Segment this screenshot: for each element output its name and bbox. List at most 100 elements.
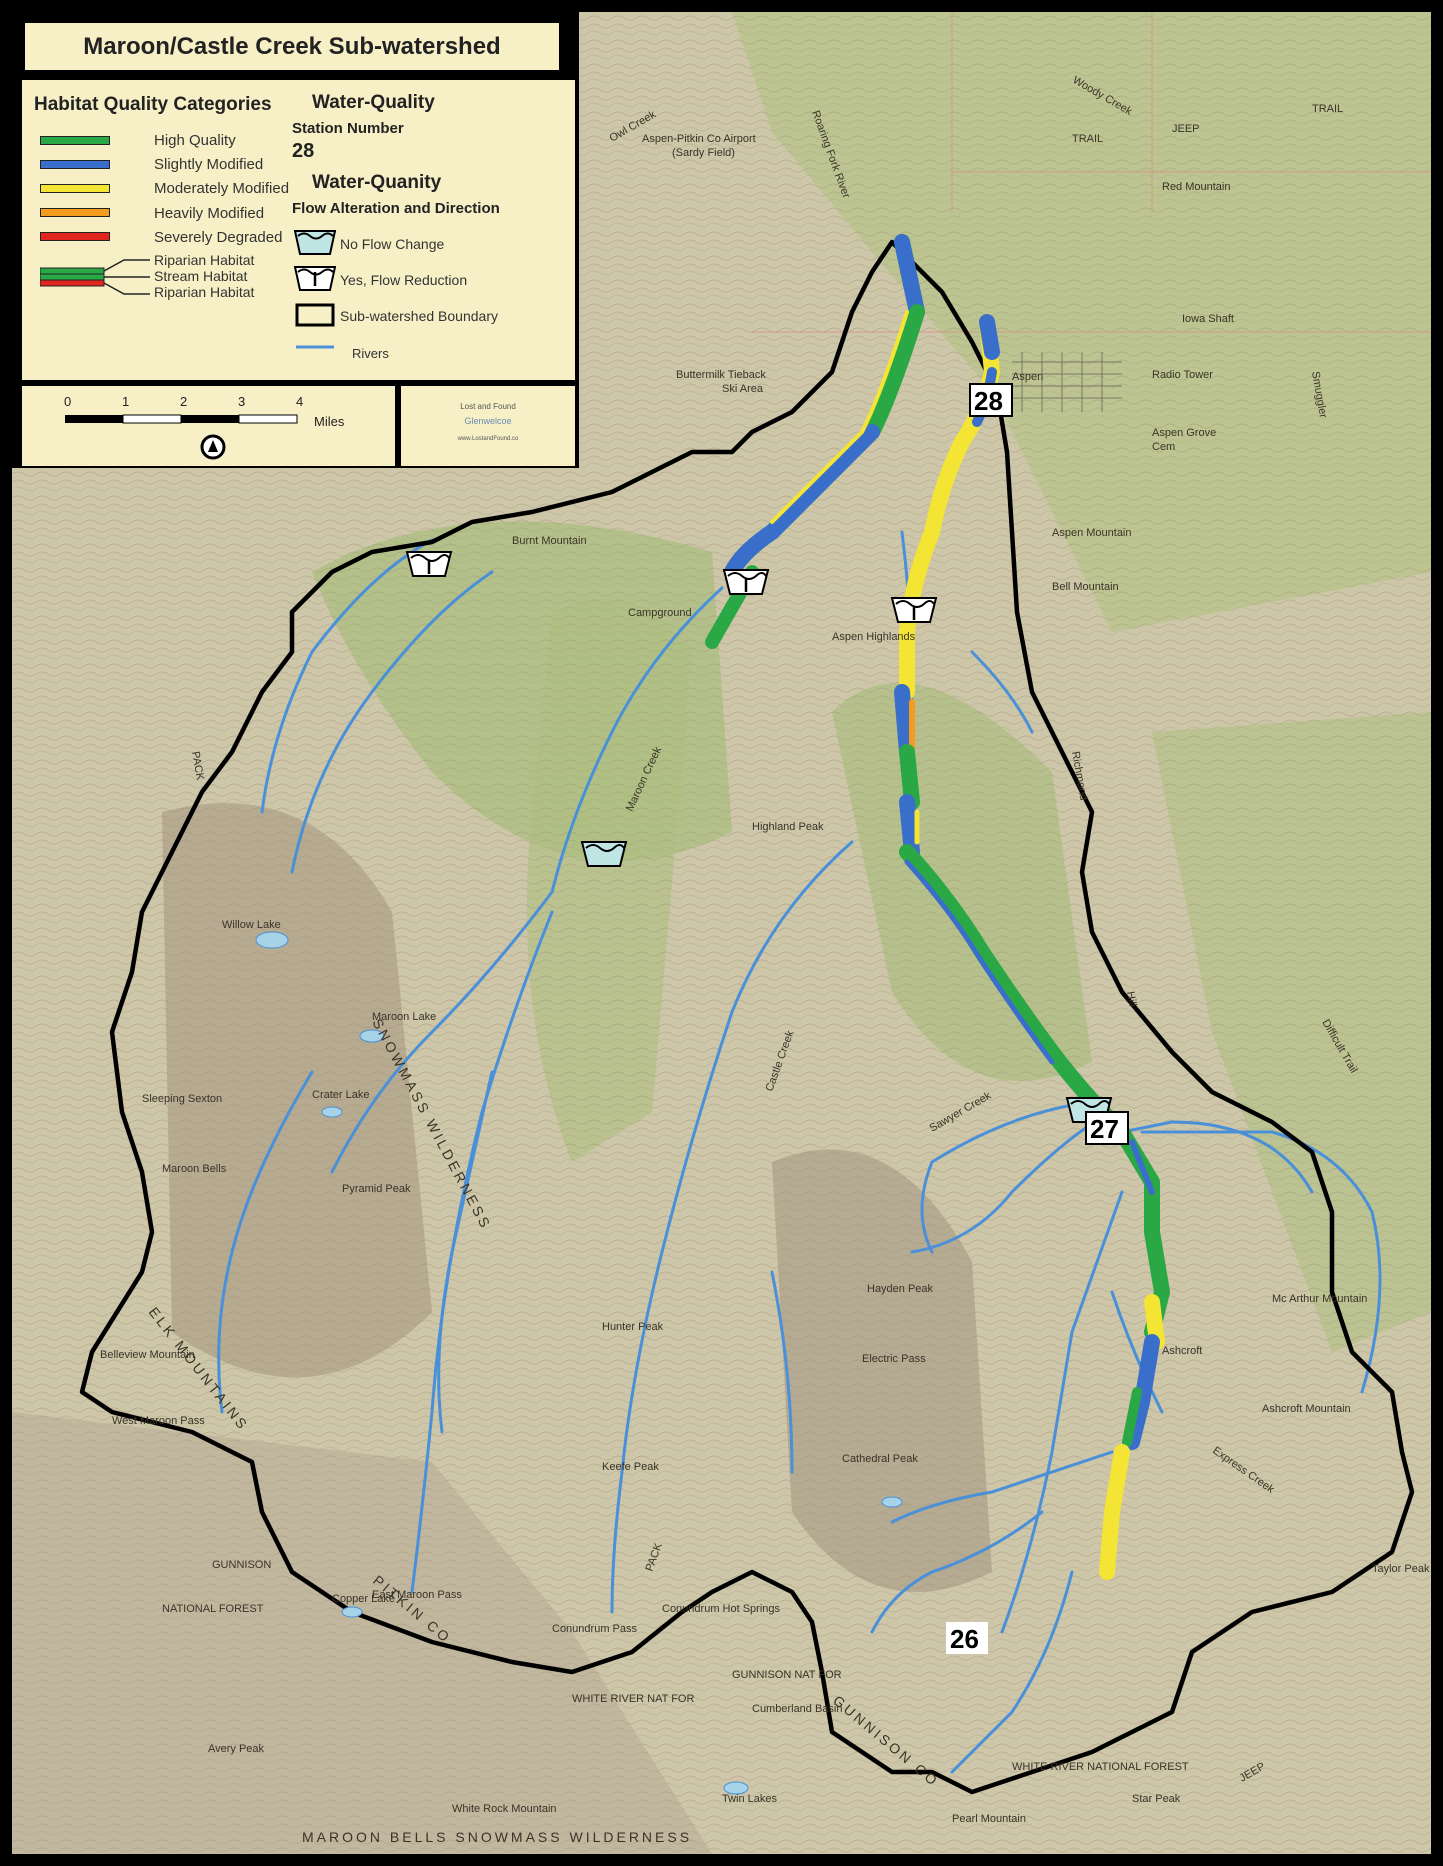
label-cathedral-peak: Cathedral Peak	[842, 1453, 918, 1465]
scale-tick: 0	[64, 394, 72, 409]
label-maroon-bells-snowmass: MAROON BELLS SNOWMASS WILDERNESS	[302, 1829, 692, 1845]
wq-station-label: Station Number	[292, 120, 404, 137]
flow-heading: Flow Alteration and Direction	[292, 200, 500, 217]
label-buttermilk: Buttermilk Tieback	[676, 369, 766, 381]
crater-lake	[321, 1106, 343, 1118]
habitat-part-label: Riparian Habitat	[154, 252, 255, 268]
logo-line: Glenwelcoe	[464, 416, 512, 426]
copper-lake	[341, 1606, 363, 1618]
label-ashcroft: Ashcroft	[1162, 1345, 1202, 1357]
label-aspen-highlands: Aspen Highlands	[832, 631, 916, 643]
label-hunter-peak: Hunter Peak	[602, 1321, 664, 1333]
label-red-mountain: Red Mountain	[1162, 181, 1231, 193]
scale-tick: 1	[122, 394, 130, 409]
category-label: Slightly Modified	[154, 156, 264, 173]
scale-tick: 4	[296, 394, 304, 409]
label-crater-lake: Crater Lake	[312, 1089, 369, 1101]
scale-tick: 2	[180, 394, 188, 409]
label-pearl-mountain: Pearl Mountain	[952, 1813, 1026, 1825]
label-twin-lakes: Twin Lakes	[722, 1793, 778, 1805]
logo-box: Lost and Found Glenwelcoe www.LostandFou…	[401, 386, 575, 466]
label-white-rock-mountain: White Rock Mountain	[452, 1803, 557, 1815]
station-number: 26	[950, 1624, 979, 1654]
north-arrow-icon	[200, 434, 226, 460]
title-box: Maroon/Castle Creek Sub-watershed	[22, 20, 562, 73]
willow-lake	[255, 931, 289, 949]
flow-reduction-icon	[722, 569, 770, 595]
label-campground: Campground	[628, 607, 692, 619]
label-aspen-mountain: Aspen Mountain	[1052, 527, 1132, 539]
station-marker-26[interactable]: 26	[946, 1622, 988, 1654]
river-castle-upper	[1000, 1190, 1124, 1634]
label-burnt-mountain: Burnt Mountain	[512, 535, 587, 547]
survey-grid	[752, 12, 1431, 333]
label-keefe-peak: Keefe Peak	[602, 1461, 659, 1473]
label-copper-lake: Copper Lake	[332, 1593, 395, 1605]
legend-body: Habitat Quality Categories Water-Quality…	[22, 80, 575, 380]
label-white-river-nat-for: WHITE RIVER NAT FOR	[572, 1693, 694, 1705]
river-willow-creek	[290, 570, 494, 874]
map-title: Maroon/Castle Creek Sub-watershed	[83, 32, 501, 60]
scale-box: 0 1 2 3 4 Miles	[22, 386, 395, 466]
river-castle-south	[950, 1570, 1074, 1774]
label-sardy: (Sardy Field)	[672, 147, 735, 159]
flow-reduction-icon	[405, 551, 453, 577]
sub-watershed-boundary	[79, 239, 1415, 1795]
twin-lakes	[723, 1781, 749, 1795]
label-bell-mountain: Bell Mountain	[1052, 581, 1119, 593]
label-cumberland-basin: Cumberland Basin	[752, 1703, 843, 1715]
maroon-lake	[359, 1029, 385, 1043]
category-label: High Quality	[154, 132, 236, 149]
label-gunnison: GUNNISON	[212, 1559, 271, 1571]
wq-heading: Water-Quality	[312, 92, 435, 113]
label-ashcroft-mountain: Ashcroft Mountain	[1262, 1403, 1351, 1415]
station-marker-28[interactable]: 28	[969, 383, 1013, 417]
habitat-part-label: Stream Habitat	[154, 268, 248, 284]
habitat-ribbon-icon	[40, 259, 150, 295]
swatch-severely-degraded	[40, 232, 110, 241]
scale-unit: Miles	[314, 414, 345, 429]
label-aspen-grove: Aspen Grove	[1152, 427, 1216, 439]
no-flow-change-icon	[294, 230, 336, 255]
label-star-peak: Star Peak	[1132, 1793, 1181, 1805]
no-flow-change-icon	[580, 841, 628, 867]
flow-reduction-icon	[294, 266, 336, 291]
label-iowa-shaft: Iowa Shaft	[1182, 313, 1234, 325]
river-sawyer	[920, 1100, 1094, 1254]
label-national-forest: NATIONAL FOREST	[162, 1603, 264, 1615]
station-number: 27	[1090, 1114, 1119, 1144]
river-line-icon	[296, 345, 334, 349]
station-number: 28	[974, 386, 1003, 416]
river-east-maroon	[410, 910, 554, 1594]
habitat-ribbon-maroon	[705, 234, 925, 649]
flow-item-label: Sub-watershed Boundary	[340, 308, 498, 324]
river-conundrum	[610, 840, 854, 1614]
label-trail: TRAIL	[1312, 103, 1343, 115]
swatch-high-quality	[40, 136, 110, 145]
flow-item-label: Rivers	[352, 346, 389, 361]
label-trail: TRAIL	[1072, 133, 1103, 145]
label-pack: PACK	[189, 750, 206, 781]
label-sleeping-sexton: Sleeping Sexton	[142, 1093, 222, 1105]
river-castle-fork	[870, 1510, 1044, 1634]
cathedral-lake	[881, 1496, 903, 1508]
label-airport: Aspen-Pitkin Co Airport	[642, 133, 756, 145]
rivers	[217, 530, 1382, 1774]
label-maroon-bells: Maroon Bells	[162, 1163, 227, 1175]
category-label: Severely Degraded	[154, 229, 283, 246]
station-marker-27[interactable]: 27	[1085, 1111, 1129, 1145]
swatch-heavily-modified	[40, 208, 110, 217]
river-conundrum-east	[770, 1270, 794, 1474]
label-pyramid-peak: Pyramid Peak	[342, 1183, 411, 1195]
label-electric-pass: Electric Pass	[862, 1353, 926, 1365]
label-white-river-nf: WHITE RIVER NATIONAL FOREST	[1012, 1761, 1189, 1773]
label-mcarthur-mountain: Mc Arthur Mountain	[1272, 1293, 1367, 1305]
scale-bar	[65, 414, 298, 424]
label-hayden-peak: Hayden Peak	[867, 1283, 934, 1295]
river-fall-creek	[1120, 1120, 1314, 1194]
label-radio-tower: Radio Tower	[1152, 369, 1213, 381]
wq-station-example: 28	[292, 140, 315, 162]
river-difficult	[970, 650, 1034, 734]
aspen-town-grid	[1012, 352, 1122, 412]
label-west-maroon-pass: West Maroon Pass	[112, 1415, 205, 1427]
